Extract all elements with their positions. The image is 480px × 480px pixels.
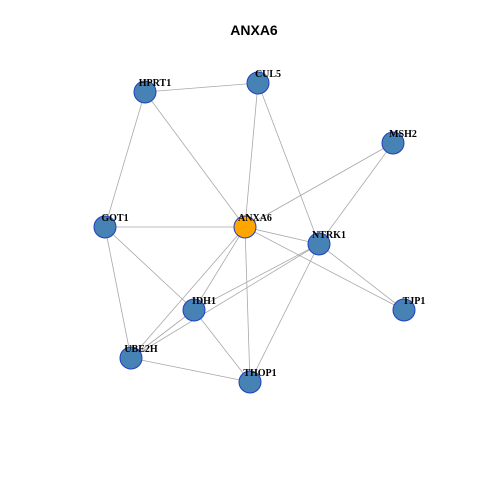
edge-anxa6-thop1: [244, 226, 251, 383]
edge-idh1-ube2h: [130, 309, 195, 359]
edge-got1-ube2h: [104, 226, 132, 359]
node-ube2h: [119, 346, 143, 370]
diagram-title: ANXA6: [230, 22, 278, 38]
node-label-cul5: CUL5: [255, 69, 281, 80]
edge-got1-idh1: [104, 226, 195, 311]
edge-ntrk1-ube2h: [130, 243, 320, 359]
edge-hprt1-cul5: [144, 82, 259, 93]
edge-msh2-anxa6: [244, 142, 394, 228]
edge-ntrk1-tjp1: [318, 243, 405, 311]
edge-layer: [104, 82, 405, 383]
node-tjp1: [392, 298, 416, 322]
node-thop1: [238, 370, 262, 394]
node-label-anxa6: ANXA6: [238, 213, 272, 224]
node-label-ube2h: UBE2H: [124, 344, 158, 355]
node-label-tjp1: TJP1: [403, 296, 426, 307]
node-label-idh1: IDH1: [192, 296, 216, 307]
edge-cul5-anxa6: [244, 82, 259, 228]
node-ntrk1: [307, 232, 331, 256]
node-label-thop1: THOP1: [243, 368, 276, 379]
edge-anxa6-idh1: [193, 226, 246, 311]
node-idh1: [182, 298, 206, 322]
edge-hprt1-got1: [104, 91, 146, 228]
edge-ntrk1-idh1: [193, 243, 320, 311]
node-anxa6: [233, 215, 257, 239]
edge-anxa6-ntrk1: [244, 226, 320, 245]
edge-idh1-thop1: [193, 309, 251, 383]
node-label-hprt1: HPRT1: [139, 78, 171, 89]
node-msh2: [381, 131, 405, 155]
edge-cul5-ntrk1: [257, 82, 320, 245]
edge-anxa6-tjp1: [244, 226, 405, 311]
edge-ntrk1-thop1: [249, 243, 320, 383]
node-hprt1: [133, 80, 157, 104]
edge-ube2h-thop1: [130, 357, 251, 383]
edge-anxa6-ube2h: [130, 226, 246, 359]
node-cul5: [246, 71, 270, 95]
node-label-ntrk1: NTRK1: [312, 230, 346, 241]
node-got1: [93, 215, 117, 239]
node-label-got1: GOT1: [101, 213, 128, 224]
edge-hprt1-anxa6: [144, 91, 246, 228]
edge-msh2-ntrk1: [318, 142, 394, 245]
node-label-msh2: MSH2: [389, 129, 417, 140]
